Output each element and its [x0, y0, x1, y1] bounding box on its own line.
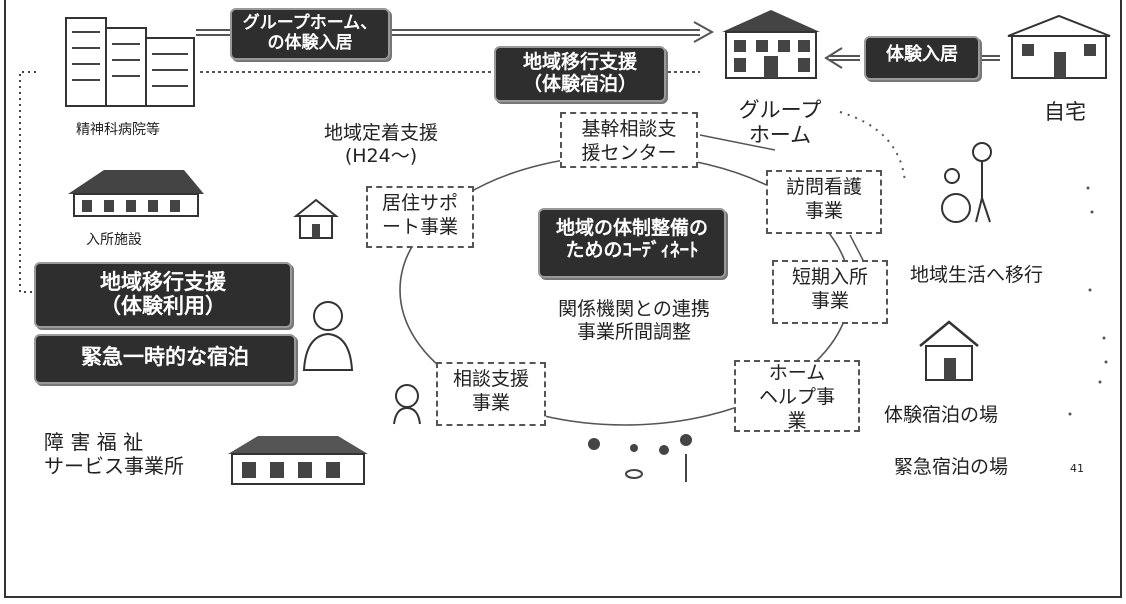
- core-consultation-center-node: 基幹相談支 援センター: [560, 112, 698, 168]
- slide-frame: [4, 0, 1122, 598]
- page-number: 41: [1070, 462, 1084, 475]
- own-home-label: 自宅: [1044, 100, 1086, 124]
- consultation-support-node: 相談支援 事業: [436, 362, 546, 426]
- wheelchair-caregiver-icon: [941, 142, 992, 223]
- welfare-office-label: 障 害 福 祉 サービス事業所: [44, 430, 184, 478]
- residence-support-node: 居住サポ ート事業: [366, 186, 474, 248]
- welfare-office-building-icon: [228, 436, 368, 485]
- home-trial-stay-label: 体験入居: [864, 36, 980, 80]
- small-house-icon: [293, 198, 339, 239]
- home-nursing-node: 訪問看護 事業: [766, 170, 882, 234]
- transition-stay-label: 地域移行支援 （体験宿泊）: [494, 46, 666, 102]
- people-group-icon: [588, 434, 692, 482]
- short-stay-node: 短期入所 事業: [772, 260, 888, 324]
- hospital-label: 精神科病院等: [76, 122, 160, 138]
- cooperation-label: 関係機関との連携 事業所間調整: [558, 298, 710, 343]
- facility-label: 入所施設: [86, 232, 142, 248]
- trial-stay-place-label: 体験宿泊の場: [884, 404, 999, 426]
- emergency-stay-label: 緊急一時的な宿泊: [34, 334, 296, 384]
- community-life-label: 地域生活へ移行: [910, 264, 1044, 286]
- gh-trial-stay-label: グループホーム、 の体験入居: [230, 8, 390, 60]
- settlement-support-label: 地域定着支援 (H24～): [323, 122, 438, 167]
- facility-building-icon: [68, 170, 204, 217]
- trial-stay-house-icon: [919, 320, 979, 381]
- transition-use-label: 地域移行支援 （体験利用）: [34, 262, 292, 328]
- staff-woman-icon: [393, 384, 421, 425]
- group-home-house-icon: [722, 10, 820, 79]
- hospital-building-icon: [65, 17, 195, 107]
- coordination-label: 地域の体制整備の ためのｺｰﾃﾞｨﾈｰﾄ: [538, 208, 726, 278]
- home-help-node: ホーム ヘルプ事 業: [734, 360, 860, 432]
- group-home-label: グループ ホーム: [738, 98, 822, 148]
- emergency-stay-place-label: 緊急宿泊の場: [894, 456, 1009, 478]
- elderly-person-icon: [302, 301, 354, 371]
- own-home-icon: [1007, 14, 1111, 79]
